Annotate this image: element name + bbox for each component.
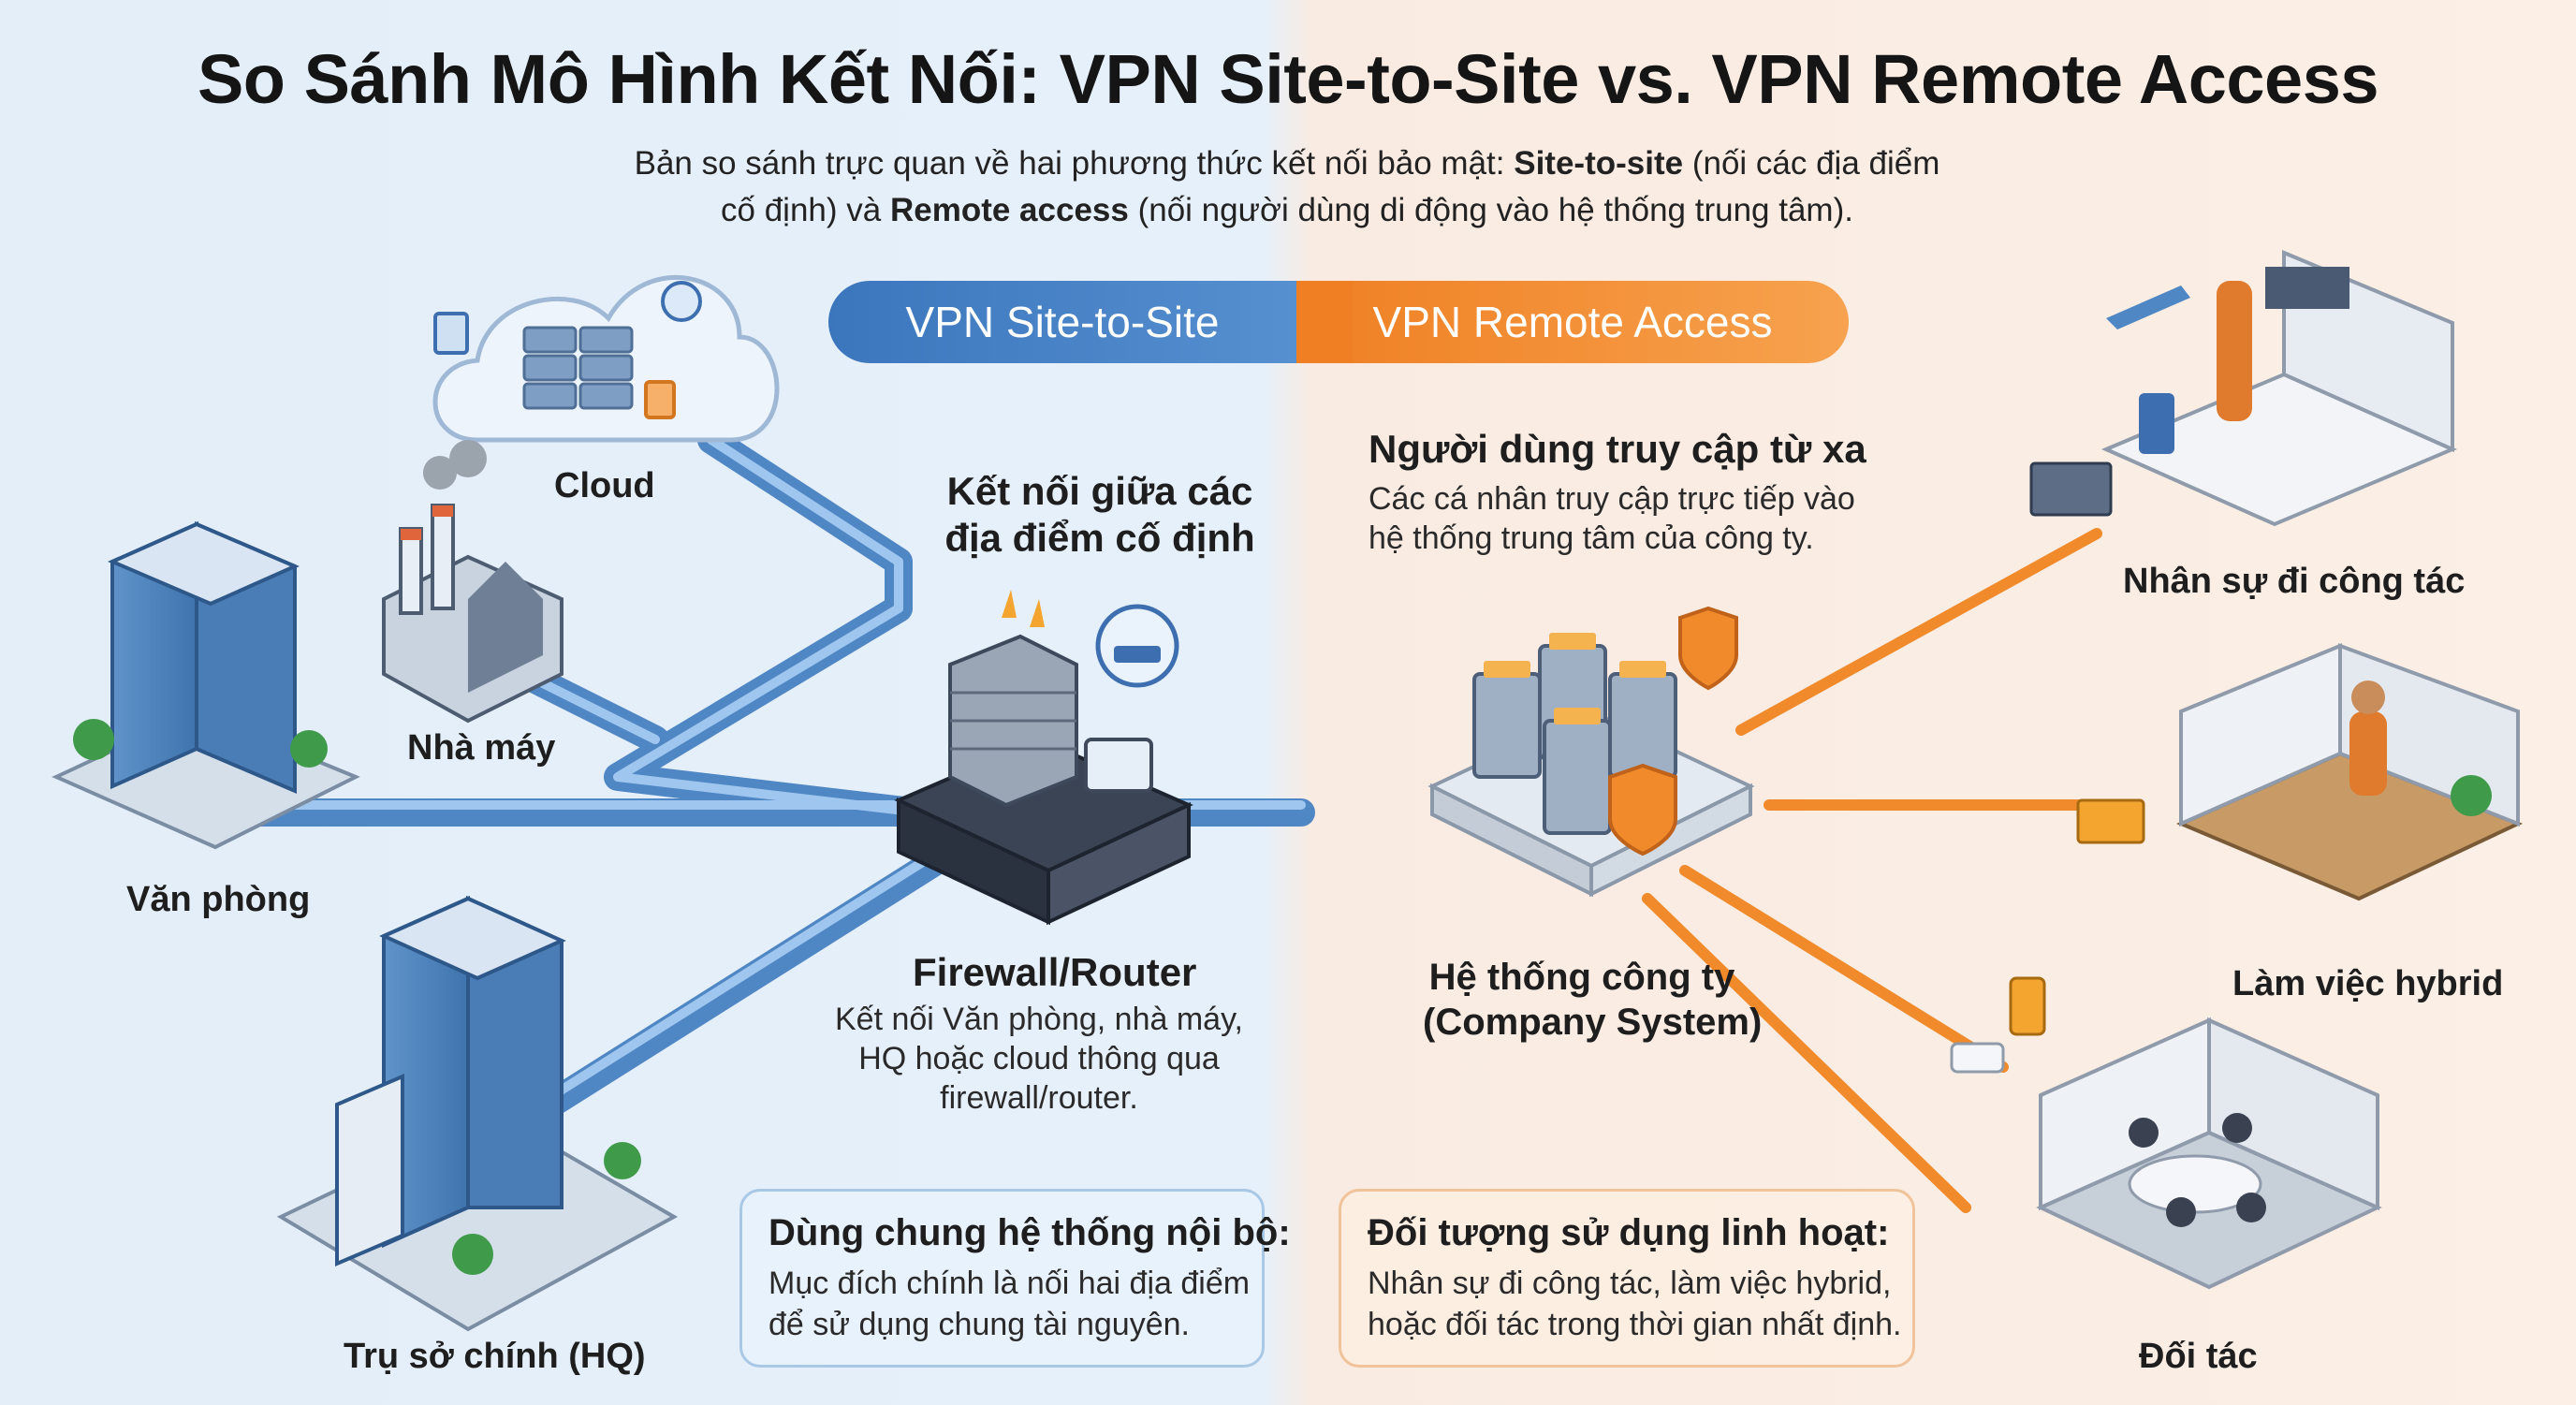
remote-access-heading: Người dùng truy cập từ xa [1368,427,1866,471]
callout-line: hoặc đối tác trong thời gian nhất định. [1368,1307,1902,1342]
partner-meeting-scene [1950,976,2382,1290]
label-hq: Trụ sở chính (HQ) [344,1337,646,1376]
heading-line: Kết nối giữa các [946,469,1253,513]
site-to-site-heading: Kết nối giữa các địa điểm cố định [941,468,1259,562]
subtitle-bold-remote-access: Remote access [889,192,1129,228]
cloud-icon [432,274,780,443]
callout-line: để sử dụng chung tài nguyên. [768,1307,1190,1342]
firewall-router-icon [894,590,1193,926]
label-line: (Company System) [1423,1002,1763,1043]
label-company-system: Hệ thống công ty (Company System) [1423,955,1763,1045]
subtitle-text: (nối các địa điểm [1683,145,1940,182]
hybrid-work-scene [2076,643,2524,901]
hq-building-icon [276,895,679,1332]
desc-line: firewall/router. [940,1080,1138,1116]
subtitle-text: cố định) và [721,192,890,228]
pill-site-to-site: VPN Site-to-Site [905,298,1220,346]
subtitle-line-2: cố định) và Remote access (nối người dùn… [562,187,2012,234]
callout-shared-internal-system: Dùng chung hệ thống nội bộ: Mục đích chí… [739,1189,1291,1368]
subtitle-text: Bản so sánh trực quan về hai phương thức… [634,145,1515,182]
firewall-description: Kết nối Văn phòng, nhà máy, HQ hoặc clou… [824,1000,1254,1118]
subtitle-line-1: Bản so sánh trực quan về hai phương thức… [562,140,2012,187]
callout-line: Mục đích chính là nối hai địa điểm [768,1266,1251,1301]
callout-heading: Đối tượng sử dụng linh hoạt: [1368,1212,1890,1253]
label-line: Hệ thống công ty [1428,957,1735,998]
subtitle-bold-site-to-site: Site-to-site [1514,145,1684,182]
business-trip-scene [2029,250,2458,527]
desc-line: HQ hoặc cloud thông qua [858,1041,1220,1076]
label-office: Văn phòng [126,880,311,919]
factory-icon [382,440,564,724]
remote-access-cables [1286,528,2102,1213]
label-firewall-router: Firewall/Router [913,950,1197,994]
pill-remote-access: VPN Remote Access [1372,298,1773,346]
label-business-trip: Nhân sự đi công tác [2123,562,2466,601]
desc-line: Các cá nhân truy cập trực tiếp vào [1368,481,1855,517]
label-hybrid-work: Làm việc hybrid [2232,964,2504,1003]
heading-line: địa điểm cố định [944,516,1255,560]
callout-heading: Dùng chung hệ thống nội bộ: [768,1212,1291,1253]
header-pills [828,281,1849,363]
page-subtitle: Bản so sánh trực quan về hai phương thức… [562,140,2012,234]
office-building-icon [51,520,360,850]
page-title: So Sánh Mô Hình Kết Nối: VPN Site-to-Sit… [197,40,2379,118]
callout-body: Nhân sự đi công tác, làm việc hybrid, ho… [1368,1263,1901,1345]
callout-body: Mục đích chính là nối hai địa điểm để sử… [768,1263,1250,1345]
remote-access-description: Các cá nhân truy cập trực tiếp vào hệ th… [1368,479,1855,558]
desc-line: hệ thống trung tâm của công ty. [1368,520,1814,556]
callout-line: Nhân sự đi công tác, làm việc hybrid, [1368,1266,1892,1301]
label-factory: Nhà máy [407,728,556,768]
desc-line: Kết nối Văn phòng, nhà máy, [834,1002,1243,1037]
label-cloud: Cloud [554,466,655,505]
site-to-site-pipes [201,426,1315,1123]
label-partner: Đối tác [2139,1337,2258,1376]
company-system-icon [1427,606,1755,898]
subtitle-text: (nối người dùng di động vào hệ thống tru… [1128,192,1853,228]
callout-flexible-users: Đối tượng sử dụng linh hoạt: Nhân sự đi … [1339,1189,1915,1368]
